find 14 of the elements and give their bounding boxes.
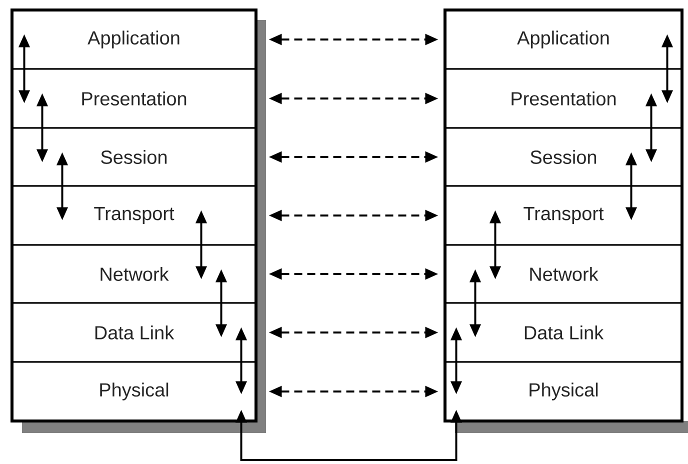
layer-box: Data Link bbox=[11, 302, 257, 363]
layer-box: Transport bbox=[444, 185, 683, 246]
layer-box: Data Link bbox=[444, 302, 683, 363]
layer-box: Presentation bbox=[11, 68, 257, 129]
layer-box: Session bbox=[11, 127, 257, 187]
layer-box: Application bbox=[444, 9, 683, 70]
layer-box: Physical bbox=[444, 361, 683, 422]
layer-box: Application bbox=[11, 9, 257, 70]
layer-box: Session bbox=[444, 127, 683, 187]
layer-box: Physical bbox=[11, 361, 257, 422]
layer-box: Transport bbox=[11, 185, 257, 246]
layer-box: Network bbox=[11, 244, 257, 304]
layer-box: Presentation bbox=[444, 68, 683, 129]
layer-box: Network bbox=[444, 244, 683, 304]
